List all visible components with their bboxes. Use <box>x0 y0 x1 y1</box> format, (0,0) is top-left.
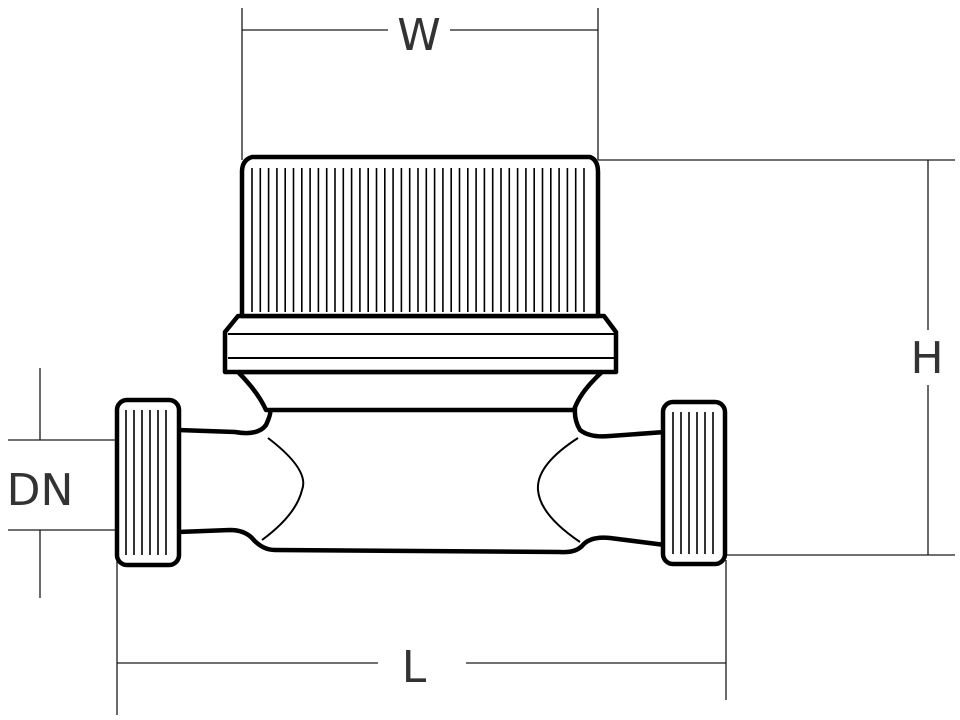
right-recess-curve <box>536 437 581 543</box>
meter-body <box>175 369 668 555</box>
cap-ribs <box>251 168 585 312</box>
left-connector-outline <box>114 397 182 568</box>
height-label: H <box>910 333 943 384</box>
nominal-diameter-dimension: DN <box>7 368 120 598</box>
right-threaded-connector <box>660 399 728 567</box>
pipe-body <box>175 405 668 555</box>
body-neck <box>235 369 605 413</box>
width-dimension: W <box>241 8 599 160</box>
cap-outline <box>239 154 601 319</box>
length-dimension: L <box>116 560 727 715</box>
right-connector-outline <box>660 399 728 567</box>
collar-ring <box>222 313 619 375</box>
collar-outline <box>222 313 619 375</box>
height-dimension: H <box>598 159 955 556</box>
left-threaded-connector <box>114 397 182 568</box>
dn-label: DN <box>7 465 74 516</box>
left-recess-curve <box>261 437 305 541</box>
length-label: L <box>402 642 427 693</box>
register-cap <box>239 154 601 319</box>
width-label: W <box>397 10 441 61</box>
